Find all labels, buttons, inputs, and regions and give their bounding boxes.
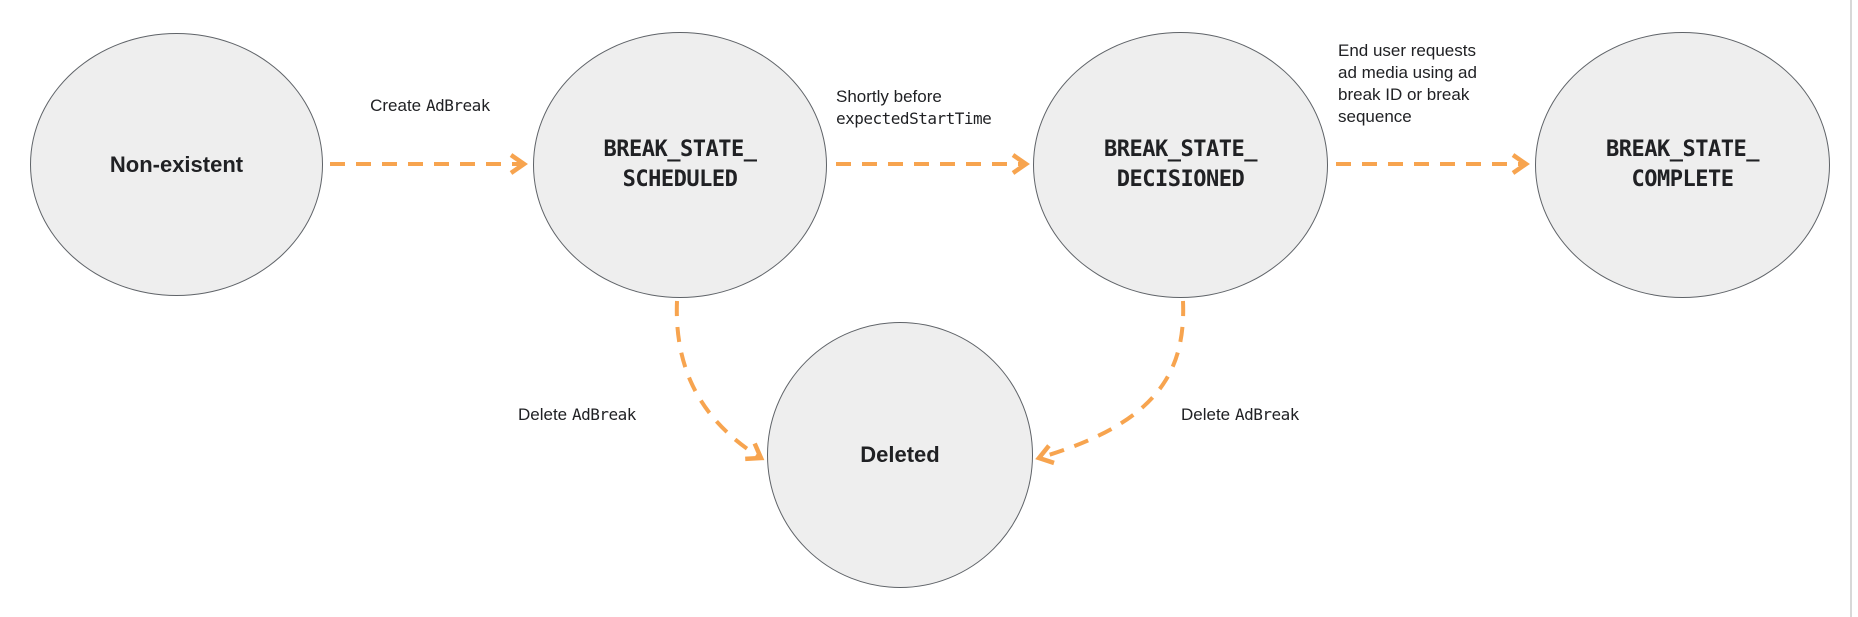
edge-label-end-user-requests: End user requests ad media using ad brea…: [1338, 40, 1477, 128]
edge-label-end-user-line2: ad media using ad: [1338, 63, 1477, 82]
edge-delete-adbreak-left-arrow: [674, 300, 765, 462]
state-label-break-state-complete-line1: BREAK_STATE_: [1606, 137, 1759, 162]
edge-label-delete-left-code: AdBreak: [571, 405, 636, 424]
edge-label-delete-right-plain: Delete: [1181, 405, 1231, 424]
state-label-break-state-decisioned-line1: BREAK_STATE_: [1104, 137, 1257, 162]
edge-label-delete-right-code: AdBreak: [1234, 405, 1299, 424]
edge-label-shortly-before: Shortly before expectedStartTime: [836, 86, 992, 130]
edge-label-delete-left-plain: Delete: [518, 405, 568, 424]
state-label-break-state-scheduled-line1: BREAK_STATE_: [603, 137, 757, 162]
state-node-break-state-decisioned: BREAK_STATE_ DECISIONED: [1033, 32, 1328, 298]
state-label-break-state-complete-line2: COMPLETE: [1631, 167, 1734, 192]
edge-delete-adbreak-right-arrow: [1035, 300, 1186, 466]
edge-label-shortly-before-line1: Shortly before: [836, 87, 942, 106]
state-node-deleted: Deleted: [767, 322, 1033, 588]
state-label-deleted: Deleted: [860, 442, 940, 467]
edge-label-create-plain: Create: [370, 96, 422, 115]
state-node-non-existent: Non-existent: [30, 33, 323, 296]
state-label-break-state-scheduled-line2: SCHEDULED: [622, 167, 738, 192]
state-label-non-existent: Non-existent: [109, 151, 244, 177]
state-node-break-state-scheduled: BREAK_STATE_ SCHEDULED: [533, 32, 827, 298]
state-label-break-state-decisioned-line2: DECISIONED: [1116, 167, 1245, 192]
edge-label-end-user-line3: break ID or break: [1338, 85, 1470, 104]
edge-label-end-user-line1: End user requests: [1338, 41, 1476, 60]
state-node-break-state-complete: BREAK_STATE_ COMPLETE: [1535, 32, 1830, 298]
edge-label-shortly-before-line2: expectedStartTime: [836, 109, 992, 128]
edge-label-create-code: AdBreak: [425, 96, 490, 115]
page-edge-divider: [1850, 0, 1852, 617]
edge-label-end-user-line4: sequence: [1338, 107, 1412, 126]
